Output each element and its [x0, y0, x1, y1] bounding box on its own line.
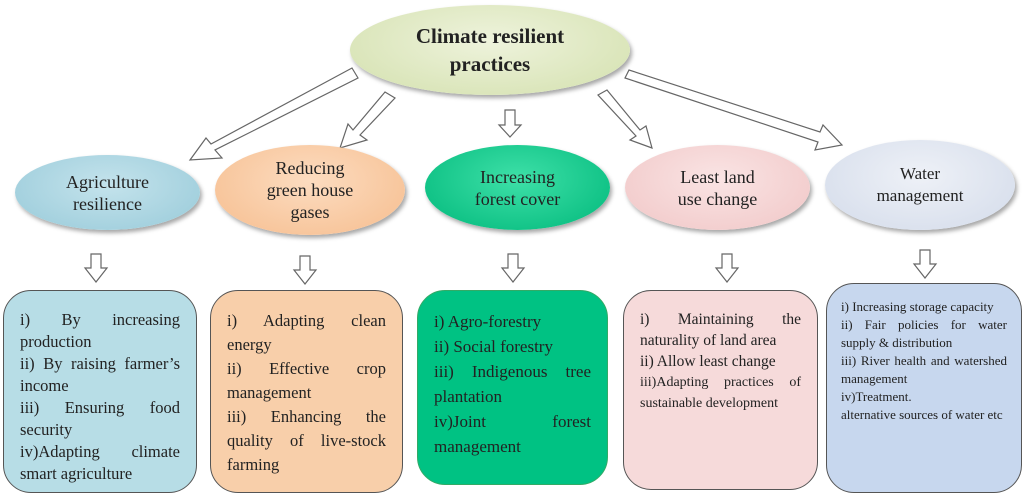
node-label: green house	[266, 180, 354, 200]
node-label: Agriculture	[66, 171, 149, 192]
node-water-management: Water management	[825, 140, 1015, 230]
node-label: resilience	[73, 193, 142, 214]
list-item: iii) River health and watershed manageme…	[841, 353, 1007, 386]
list-item: iii) Indigenous tree plantation	[434, 362, 591, 406]
arrow-to-water	[624, 69, 844, 151]
arrow-to-forest	[497, 109, 523, 138]
node-label: Least land	[680, 166, 755, 187]
list-item: i) Agro-forestry	[434, 312, 542, 331]
node-label: management	[876, 186, 964, 205]
root-node: Climate resilient practices	[350, 5, 630, 95]
list-item: i) Maintaining the naturality of land ar…	[640, 311, 801, 349]
list-item: ii) Allow least change	[640, 353, 776, 370]
list-item: iv)Treatment.	[841, 389, 912, 404]
list-item: iii)Adapting practices of sustainable de…	[640, 375, 801, 411]
list-item: ii) By raising farmer’s income	[20, 354, 180, 395]
down-arrows	[83, 249, 938, 285]
list-item: ii) Fair policies for water supply & dis…	[841, 317, 1007, 350]
node-label: use change	[677, 188, 758, 209]
box-reducing-greenhouse-gases: i) Adapting clean energy ii) Effective c…	[210, 290, 403, 493]
arrow-to-land	[597, 89, 653, 149]
node-label: Reducing	[275, 158, 345, 178]
node-label: forest cover	[474, 188, 561, 209]
root-title-line2: practices	[449, 52, 531, 76]
list-item: ii) Effective crop management	[227, 359, 386, 402]
box-agriculture-resilience: i) By increasing production ii) By raisi…	[3, 290, 197, 493]
list-item: i) By increasing production	[20, 310, 180, 351]
node-label: Water	[899, 164, 941, 183]
list-item: i) Increasing storage capacity	[841, 299, 994, 314]
list-item: i) Adapting clean energy	[227, 311, 386, 354]
box-increasing-forest-cover: i) Agro-forestry ii) Social forestry iii…	[417, 290, 608, 485]
node-label: gases	[290, 202, 330, 222]
root-title-line1: Climate resilient	[415, 24, 565, 48]
arrow-to-reducing	[339, 91, 396, 149]
arrow-to-agriculture	[188, 67, 359, 161]
list-item: iii) Enhancing the quality of live-stock…	[227, 407, 386, 474]
box-water-management: i) Increasing storage capacity ii) Fair …	[826, 283, 1022, 493]
list-item: alternative sources of water etc	[841, 407, 1003, 422]
list-item: ii) Social forestry	[434, 337, 553, 356]
list-item: iv)Adapting climate smart agriculture	[20, 442, 180, 483]
node-label: Increasing	[480, 166, 555, 187]
list-item: iii) Ensuring food security	[20, 398, 180, 439]
list-item: iv)Joint forest management	[434, 412, 591, 456]
box-least-land-use-change: i) Maintaining the naturality of land ar…	[623, 290, 818, 490]
